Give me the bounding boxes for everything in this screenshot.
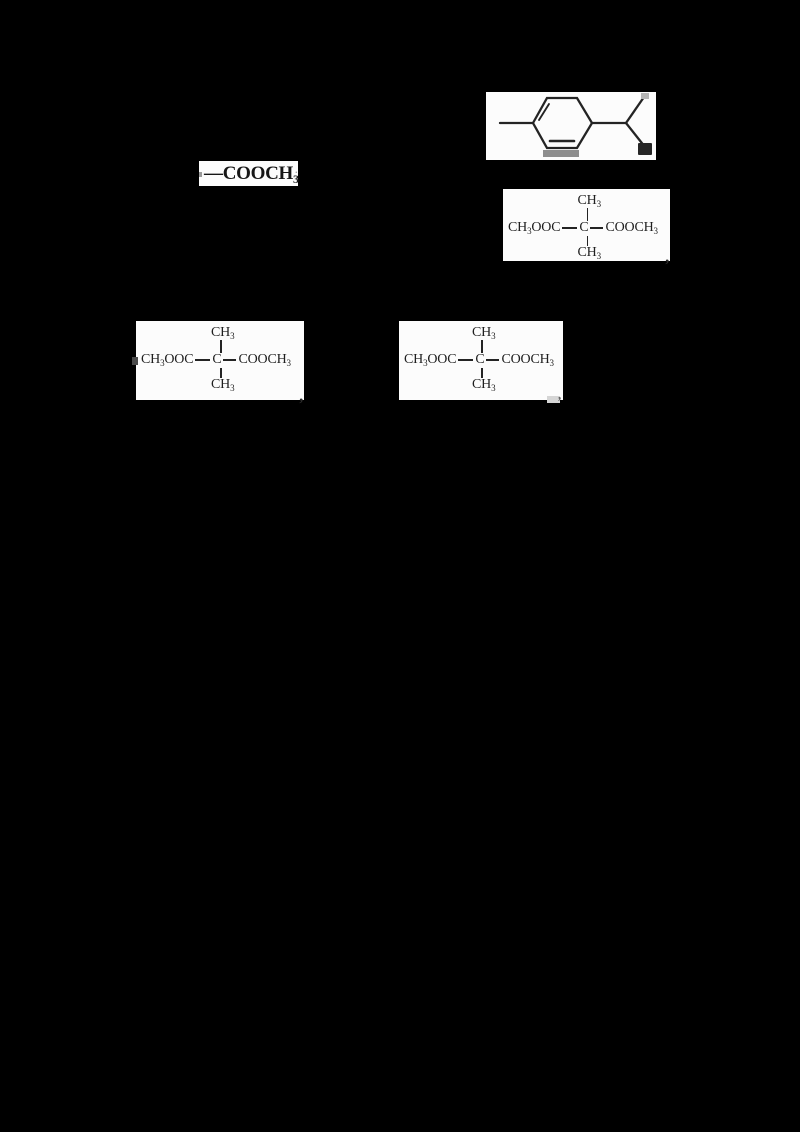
formula-subscript: 3 (230, 383, 235, 393)
formula-text: CH (472, 325, 492, 340)
formula-text: OOC (427, 352, 457, 367)
formula-text: CH (508, 220, 528, 235)
formula-text: CH (141, 352, 161, 367)
separator-comma: , (299, 388, 303, 405)
left-ester-label: CH3OOC (141, 352, 194, 368)
formula-subscript: 3 (423, 358, 428, 368)
isopropyl-upper-branch (624, 95, 646, 125)
ester-group-subscript: 3 (292, 172, 299, 186)
formula-subscript: 3 (596, 199, 602, 209)
lower-vertical-bond (481, 368, 483, 378)
formula-text: CH (472, 377, 492, 392)
faded-bond-smudge (543, 150, 579, 157)
formula-text: OOC (531, 220, 561, 235)
ester-fragment-label: —COOCH3 (204, 161, 299, 186)
upper-vertical-bond (220, 340, 222, 353)
formula-text: CH (404, 352, 424, 367)
cyclohexadiene-skeleton-drawing (498, 93, 652, 157)
top-methyl-label: CH3 (211, 325, 235, 341)
left-edge-artifact (132, 357, 138, 365)
left-ester-label: CH3OOC (508, 220, 561, 236)
central-carbon-label: C (212, 352, 222, 367)
right-horizontal-bond (486, 359, 500, 361)
formula-text: COOCH (501, 352, 550, 367)
bottom-methyl-label: CH3 (577, 245, 602, 261)
diene-structure-card (486, 92, 656, 160)
upper-vertical-bond (586, 208, 589, 221)
right-ester-label: COOCH3 (501, 352, 555, 368)
left-horizontal-bond (195, 359, 211, 361)
formula-subscript: 3 (286, 358, 292, 368)
formula-text: CH (577, 193, 597, 208)
ester-fragment-card: —COOCH3 ; (199, 161, 299, 186)
light-edge-artifact (547, 396, 560, 403)
left-horizontal-bond (562, 227, 578, 229)
formula-subscript: 3 (549, 358, 555, 368)
formula-subscript: 3 (596, 251, 602, 261)
formula-subscript: 3 (653, 226, 659, 236)
bottom-methyl-label: CH3 (472, 377, 496, 393)
formula-text: CH (211, 325, 231, 340)
left-ester-label: CH3OOC (404, 352, 457, 368)
formula-text: COOCH (605, 220, 654, 235)
left-horizontal-bond (458, 359, 474, 361)
formula-text: OOC (164, 352, 194, 367)
upper-vertical-bond (481, 340, 483, 353)
trailing-mark: ; (294, 166, 298, 180)
cropped-glyph-blob (638, 143, 652, 155)
formula-subscript: 3 (491, 331, 496, 341)
central-carbon-label: C (579, 220, 589, 235)
formula-text: CH (211, 377, 231, 392)
right-ester-label: COOCH3 (238, 352, 292, 368)
cropped-glyph-tick (641, 93, 649, 99)
separator-comma: , (665, 249, 669, 266)
lower-vertical-bond (586, 236, 589, 246)
lower-vertical-bond (220, 368, 222, 378)
left-edge-artifact (199, 172, 202, 177)
formula-subscript: 3 (527, 226, 532, 236)
formula-text: CH (577, 245, 597, 260)
double-bond-inner-line-left (538, 103, 550, 121)
ester-group-text: COOCH (222, 163, 294, 184)
formula-subscript: 3 (491, 383, 496, 393)
formula-text: COOCH (238, 352, 287, 367)
right-horizontal-bond (223, 359, 237, 361)
right-horizontal-bond (590, 227, 604, 229)
formula-subscript: 3 (230, 331, 235, 341)
top-methyl-label: CH3 (472, 325, 496, 341)
central-carbon-label: C (475, 352, 485, 367)
bottom-methyl-label: CH3 (211, 377, 235, 393)
top-methyl-label: CH3 (577, 193, 602, 209)
right-ester-label: COOCH3 (605, 220, 659, 236)
separator-comma: , (557, 387, 561, 402)
bond-dash: — (204, 163, 223, 184)
formula-subscript: 3 (160, 358, 165, 368)
